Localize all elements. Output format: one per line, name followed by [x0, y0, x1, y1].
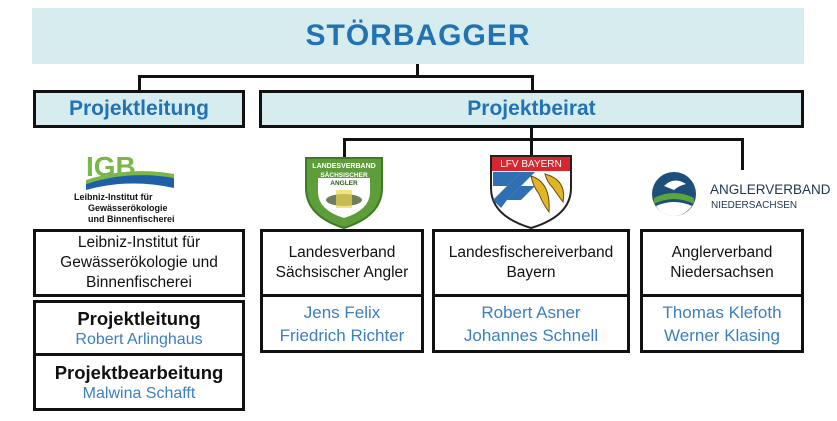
- connector: [416, 64, 419, 77]
- title-band: STÖRBAGGER: [32, 8, 804, 64]
- igb-logo-sub-3: und Binnenfischerei: [88, 214, 175, 224]
- connector: [343, 138, 346, 160]
- partner-saxon-name-1: Jens Felix: [303, 302, 381, 322]
- igb-logo-sub-1: Leibniz-Institut für: [74, 192, 153, 202]
- partner-bayern-name-2: Johannes Schnell: [463, 325, 599, 345]
- partner-niedersachsen-org-2: Niedersachsen: [670, 264, 774, 281]
- saxon-logo-top: LANDESVERBAND: [312, 163, 375, 170]
- anglerverband-niedersachsen-logo-icon: ANGLERVERBAND NIEDERSACHSEN: [650, 168, 831, 224]
- saxon-logo-mid-2: ANGLER: [330, 180, 358, 187]
- av-logo-line-1: ANGLERVERBAND: [710, 182, 831, 197]
- saxon-anglers-shield-icon: LANDESVERBAND SÄCHSISCHER ANGLER: [300, 152, 388, 230]
- partner-saxon-org-2: Sächsischer Angler: [275, 264, 409, 281]
- saxon-logo-mid-1: SÄCHSISCHER: [320, 171, 368, 179]
- connector: [138, 75, 141, 90]
- partner-bayern-org-1: Landesfischereiverband: [448, 244, 614, 261]
- connector: [741, 138, 744, 170]
- partner-niedersachsen-name-1: Thomas Klefoth: [662, 302, 782, 322]
- igb-logo-sub-2: Gewässerökologie: [88, 203, 168, 213]
- partner-bayern-names-box: Robert Asner Johannes Schnell: [432, 297, 630, 353]
- partner-bayern-name-1: Robert Asner: [481, 302, 581, 322]
- lfv-bayern-shield-icon: LFV BAYERN: [487, 152, 575, 230]
- partner-saxon-org-1: Landesverband: [288, 244, 396, 261]
- connector: [343, 138, 744, 141]
- partner-niedersachsen-org-box: Anglerverband Niedersachsen: [640, 229, 804, 297]
- av-logo-line-2: NIEDERSACHSEN: [711, 200, 798, 211]
- projektbeirat-header: Projektbeirat: [259, 90, 804, 128]
- igb-org-line-1: Leibniz-Institut für: [77, 234, 201, 251]
- igb-role-projektleitung: Projektleitung: [77, 308, 201, 329]
- partner-niedersachsen-org-1: Anglerverband: [671, 244, 773, 261]
- partner-niedersachsen-names-box: Thomas Klefoth Werner Klasing: [640, 297, 804, 353]
- igb-org-line-2: Gewässerökologie und: [60, 254, 218, 271]
- igb-org-box: Leibniz-Institut für Gewässerökologie un…: [33, 229, 245, 297]
- partner-saxon-names-box: Jens Felix Friedrich Richter: [260, 297, 424, 353]
- partner-saxon-name-2: Friedrich Richter: [279, 325, 405, 345]
- lfv-logo-top: LFV BAYERN: [500, 159, 562, 170]
- partner-bayern-org-2: Bayern: [506, 264, 556, 281]
- partner-bayern-org-box: Landesfischereiverband Bayern: [432, 229, 630, 297]
- partner-niedersachsen-name-2: Werner Klasing: [664, 325, 780, 345]
- igb-roles-box: Projektleitung Robert Arlinghaus Projekt…: [33, 300, 245, 411]
- connector: [530, 128, 533, 140]
- divider: [36, 353, 242, 356]
- igb-logo-icon: IGB Leibniz-Institut für Gewässerökologi…: [40, 148, 190, 224]
- diagram-title: STÖRBAGGER: [305, 19, 531, 52]
- igb-org-line-3: Binnenfischerei: [86, 274, 192, 291]
- connector: [531, 75, 534, 90]
- connector: [530, 138, 533, 160]
- igb-person-schafft: Malwina Schafft: [82, 385, 196, 402]
- partner-saxon-org-box: Landesverband Sächsischer Angler: [260, 229, 424, 297]
- igb-person-arlinghaus: Robert Arlinghaus: [75, 331, 203, 348]
- igb-role-projektbearbeitung: Projektbearbeitung: [54, 362, 224, 383]
- projektleitung-header: Projektleitung: [33, 90, 245, 128]
- connector: [138, 75, 533, 78]
